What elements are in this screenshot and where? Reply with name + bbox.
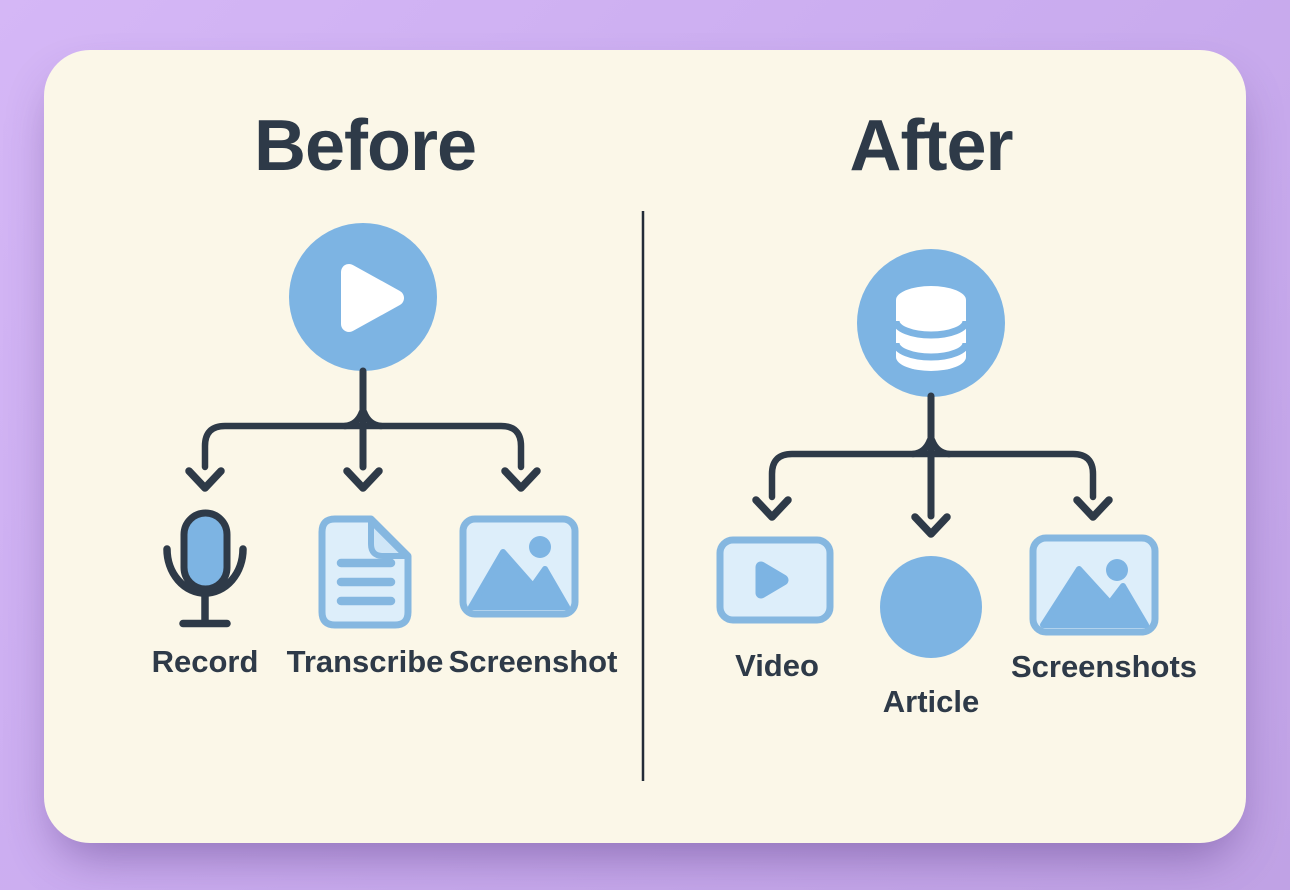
- screenshots-label: Screenshots: [1010, 649, 1198, 684]
- transcribe-label: Transcribe: [286, 644, 444, 679]
- infographic-card: [44, 50, 1246, 843]
- article-label: Article: [882, 684, 980, 719]
- screenshot-label: Screenshot: [448, 644, 618, 679]
- before-title: Before: [253, 106, 477, 186]
- after-title: After: [849, 106, 1013, 186]
- video-label: Video: [735, 648, 819, 683]
- record-label: Record: [151, 644, 259, 679]
